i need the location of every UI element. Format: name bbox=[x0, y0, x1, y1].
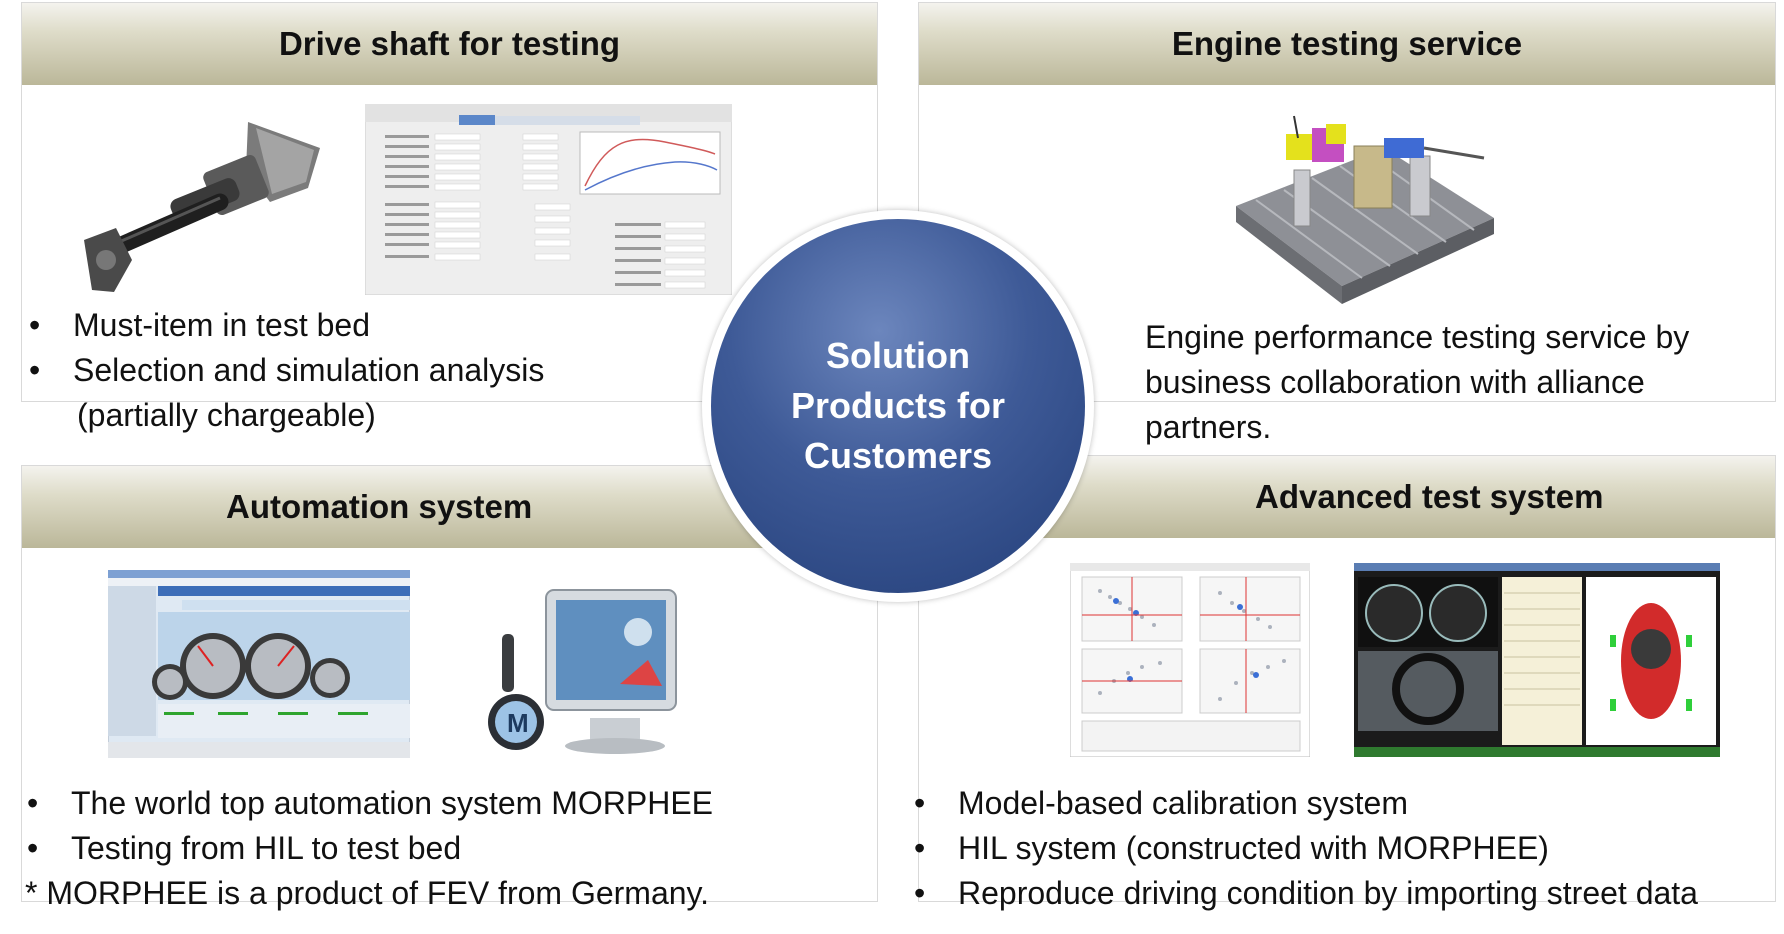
engine-test-bed-image bbox=[1236, 115, 1494, 304]
automation-bullet-1: The world top automation system MORPHEE bbox=[23, 781, 713, 826]
center-title-line-2: Products for bbox=[790, 385, 1005, 426]
engine-testing-description: Engine performance testing service by bu… bbox=[1145, 315, 1689, 450]
advanced-bullet-3: Reproduce driving condition by importing… bbox=[910, 871, 1698, 916]
engine-testing-line-3: partners. bbox=[1145, 409, 1272, 445]
automation-bullet-2: Testing from HIL to test bed bbox=[23, 826, 713, 871]
advanced-title: Advanced test system bbox=[919, 456, 1775, 538]
svg-text:M: M bbox=[507, 708, 529, 738]
engine-testing-line-1: Engine performance testing service by bbox=[1145, 319, 1690, 355]
drive-shaft-continuation: (partially chargeable) bbox=[77, 397, 376, 433]
center-title: Solution Products for Customers bbox=[791, 331, 1005, 481]
advanced-bullet-1: Model-based calibration system bbox=[910, 781, 1698, 826]
advanced-bullet-2: HIL system (constructed with MORPHEE) bbox=[910, 826, 1698, 871]
automation-note: * MORPHEE is a product of FEV from Germa… bbox=[25, 875, 710, 911]
drive-shaft-title: Drive shaft for testing bbox=[22, 3, 877, 85]
automation-computer-icon: M bbox=[488, 589, 677, 754]
advanced-bullets: Model-based calibration system HIL syste… bbox=[910, 781, 1698, 916]
center-circle-border: Solution Products for Customers bbox=[702, 210, 1094, 602]
center-circle: Solution Products for Customers bbox=[711, 219, 1085, 593]
drive-shaft-bullets: Must-item in test bed Selection and simu… bbox=[25, 303, 544, 393]
morphee-screenshot bbox=[108, 570, 410, 758]
engine-testing-title: Engine testing service bbox=[919, 3, 1775, 85]
drive-shaft-image bbox=[84, 122, 320, 292]
hil-screenshot bbox=[1354, 563, 1720, 757]
center-title-line-3: Customers bbox=[803, 435, 993, 476]
drive-shaft-software-screenshot bbox=[365, 104, 732, 295]
automation-bullets: The world top automation system MORPHEE … bbox=[23, 781, 713, 871]
drive-shaft-bullet-2: Selection and simulation analysis bbox=[25, 348, 544, 393]
drive-shaft-bullet-1: Must-item in test bed bbox=[25, 303, 544, 348]
engine-testing-line-2: business collaboration with alliance bbox=[1145, 364, 1645, 400]
center-title-line-1: Solution bbox=[826, 335, 970, 376]
calibration-scatter-screenshot bbox=[1070, 563, 1310, 757]
